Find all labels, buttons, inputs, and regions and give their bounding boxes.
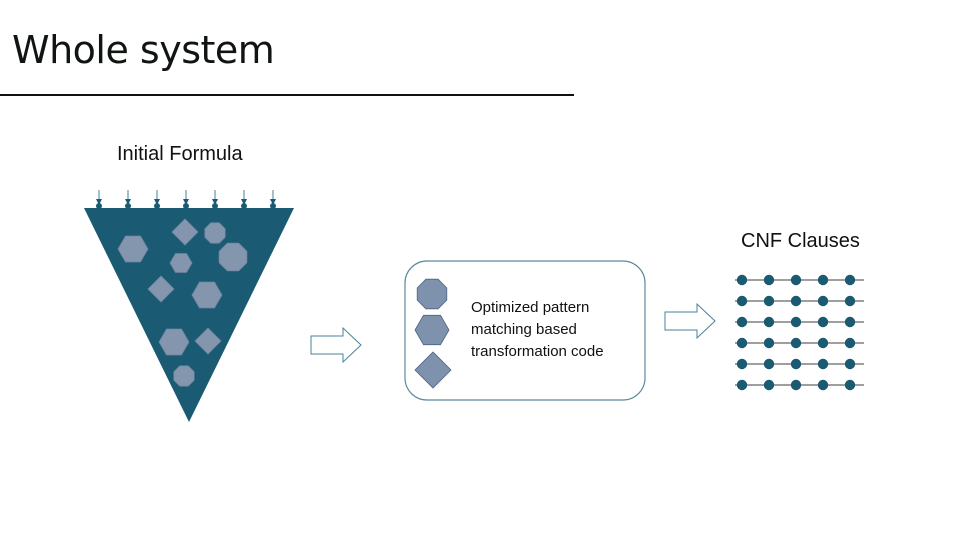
cnf-clause-row [735,358,864,370]
literal-dot [763,295,775,307]
literal-dot [763,274,775,286]
funnel-diamond-shape [171,218,199,246]
input-dot [154,203,160,209]
literal-dot [817,295,829,307]
literal-dot [790,316,802,328]
arrow-process-to-output [664,302,716,340]
process-icons [414,278,452,389]
input-dot [125,203,131,209]
input-dot [270,203,276,209]
input-arrow-head [183,199,189,205]
literal-dot [790,358,802,370]
cnf-clauses-grid [735,274,864,391]
cnf-clause-row [735,337,864,349]
cnf-clause-row [735,379,864,391]
funnel-hexagon-shape [169,253,193,273]
cnf-clauses-label: CNF Clauses [741,230,860,252]
funnel-octagon-shape [218,242,248,272]
cnf-clause-row [735,274,864,286]
cnf-clause-row [735,316,864,328]
process-octagon-icon [416,278,448,310]
literal-dot [844,337,856,349]
input-dot [241,203,247,209]
process-text-line: transformation code [471,343,604,360]
literal-dot [817,379,829,391]
input-arrow-head [154,199,160,205]
literal-dot [817,316,829,328]
literal-dot [736,358,748,370]
process-diamond-icon [414,351,452,389]
literal-dot [763,358,775,370]
process-box-border [404,260,646,401]
funnel-hexagon-shape [117,235,149,263]
initial-formula-label: Initial Formula [117,143,243,165]
arrow-input-to-process [310,326,362,364]
literal-dot [817,358,829,370]
funnel-hexagon-shape [158,328,190,356]
funnel-hexagon-shape [191,281,223,309]
literal-dot [736,274,748,286]
literal-dot [844,295,856,307]
input-arrow-head [270,199,276,205]
process-text-line: matching based [471,321,577,338]
input-arrows [96,190,276,209]
literal-dot [844,379,856,391]
literal-dot [844,316,856,328]
funnel-diamond-shape [147,275,175,303]
literal-dot [736,337,748,349]
process-text-line: Optimized pattern [471,299,590,316]
literal-dot [790,274,802,286]
literal-dot [790,337,802,349]
input-arrow-head [125,199,131,205]
process-description: Optimized pattern matching based transfo… [471,297,604,363]
input-arrow-head [96,199,102,205]
input-dot [183,203,189,209]
literal-dot [817,274,829,286]
literal-dot [790,295,802,307]
literal-dot [736,316,748,328]
literal-dot [763,337,775,349]
process-box [404,260,646,401]
literal-dot [844,358,856,370]
literal-dot [817,337,829,349]
literal-dot [763,379,775,391]
input-dot [212,203,218,209]
process-hexagon-icon [414,314,450,346]
funnel-octagon-shape [204,222,226,244]
input-arrow-head [241,199,247,205]
literal-dot [763,316,775,328]
literal-dot [790,379,802,391]
cnf-clause-row [735,295,864,307]
input-funnel [84,190,294,422]
literal-dot [736,379,748,391]
input-dot [96,203,102,209]
slide-title: Whole system [12,28,275,72]
literal-dot [844,274,856,286]
funnel-octagon-shape [173,365,195,387]
funnel-diamond-shape [194,327,222,355]
title-divider [0,94,574,96]
input-arrow-head [212,199,218,205]
literal-dot [736,295,748,307]
funnel-shapes [117,218,248,387]
